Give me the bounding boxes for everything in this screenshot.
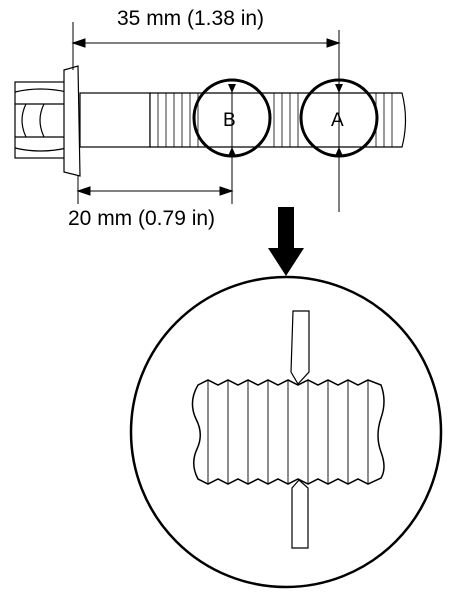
detail-view [129,275,443,589]
measurement-point-a [299,78,379,158]
down-arrow-icon [268,207,304,276]
dimension-lower-label: 20 mm (0.79 in) [68,207,215,230]
thread-detail-crests [207,380,369,484]
dimension-upper-label: 35 mm (1.38 in) [117,7,264,30]
bolt-head [14,81,68,159]
marker-b-label: B [223,110,236,131]
dimension-upper [71,22,341,212]
dimension-lower [76,88,234,204]
marker-a-label: A [331,110,344,131]
measurement-point-b [192,78,272,158]
bolt-shank [79,92,151,148]
gauge-blade-upper [290,310,310,386]
gauge-blade-lower [291,479,309,549]
bolt [14,65,407,177]
bolt-flange [63,65,81,177]
bolt-thread [149,92,407,148]
